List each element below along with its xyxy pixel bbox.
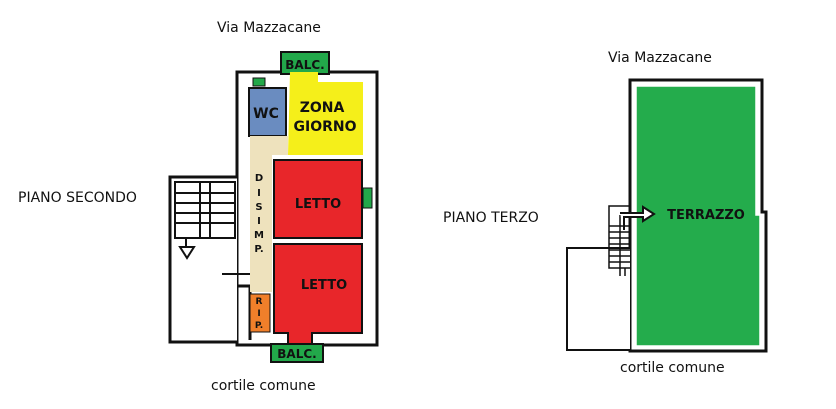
floor3-stairs: [608, 205, 630, 276]
floor2-courtyard-label: cortile comune: [211, 378, 316, 394]
floor3-courtyard-label: cortile comune: [620, 360, 725, 376]
floor3-annex-wall: [566, 247, 630, 351]
floor3-street-label: Via Mazzacane: [608, 50, 712, 66]
floor2-balcony-bottom: [270, 343, 324, 363]
floor3-title: PIANO TERZO: [443, 210, 539, 226]
floor2-bedroom-1: [273, 159, 363, 239]
floor2-storage: [249, 293, 271, 333]
floor2-wc: [248, 87, 287, 137]
floor3-terrace: [635, 85, 761, 347]
floor2-plan: BALC. ZONA GIORNO WC D I S I M P. LETTO …: [168, 51, 379, 363]
svg-text:R: R: [256, 297, 263, 307]
floor2-bedroom-2-label: LETTO: [301, 278, 347, 293]
floor3-plan: TERRAZZO: [566, 78, 768, 353]
svg-text:S: S: [255, 202, 262, 213]
floor3-stairs-arrow-icon: [620, 205, 656, 230]
floor2-stair-annex-wall: [168, 175, 237, 344]
floor2-balcony-top-label: BALC.: [285, 58, 324, 72]
svg-text:M: M: [254, 230, 264, 241]
floor2-living-label-2: GIORNO: [294, 119, 357, 135]
floor2-wc-label: WC: [253, 106, 279, 122]
floor2-storage-label: R I P.: [255, 297, 263, 331]
floor2-bedroom-1-label: LETTO: [295, 197, 341, 212]
floor2-title: PIANO SECONDO: [18, 190, 137, 206]
svg-text:I: I: [257, 309, 260, 319]
floor2-living-zone: [288, 72, 363, 155]
floor3-terrace-label: TERRAZZO: [667, 208, 745, 223]
floor2-bedroom-2: [273, 243, 363, 347]
floor2-hallway: [250, 136, 288, 292]
svg-text:P.: P.: [254, 244, 263, 255]
floor2-stairs: [174, 181, 236, 255]
floor2-hallway-label: D I S I M P.: [254, 173, 264, 255]
floor2-balcony-bottom-label: BALC.: [277, 347, 316, 361]
svg-text:P.: P.: [255, 321, 263, 331]
floor2-living-label-1: ZONA: [300, 100, 345, 116]
svg-text:I: I: [257, 188, 261, 199]
floor2-street-label: Via Mazzacane: [217, 20, 321, 36]
svg-text:D: D: [255, 173, 263, 184]
floor2-stairs-arrow-icon: [178, 246, 196, 260]
svg-text:I: I: [257, 216, 261, 227]
